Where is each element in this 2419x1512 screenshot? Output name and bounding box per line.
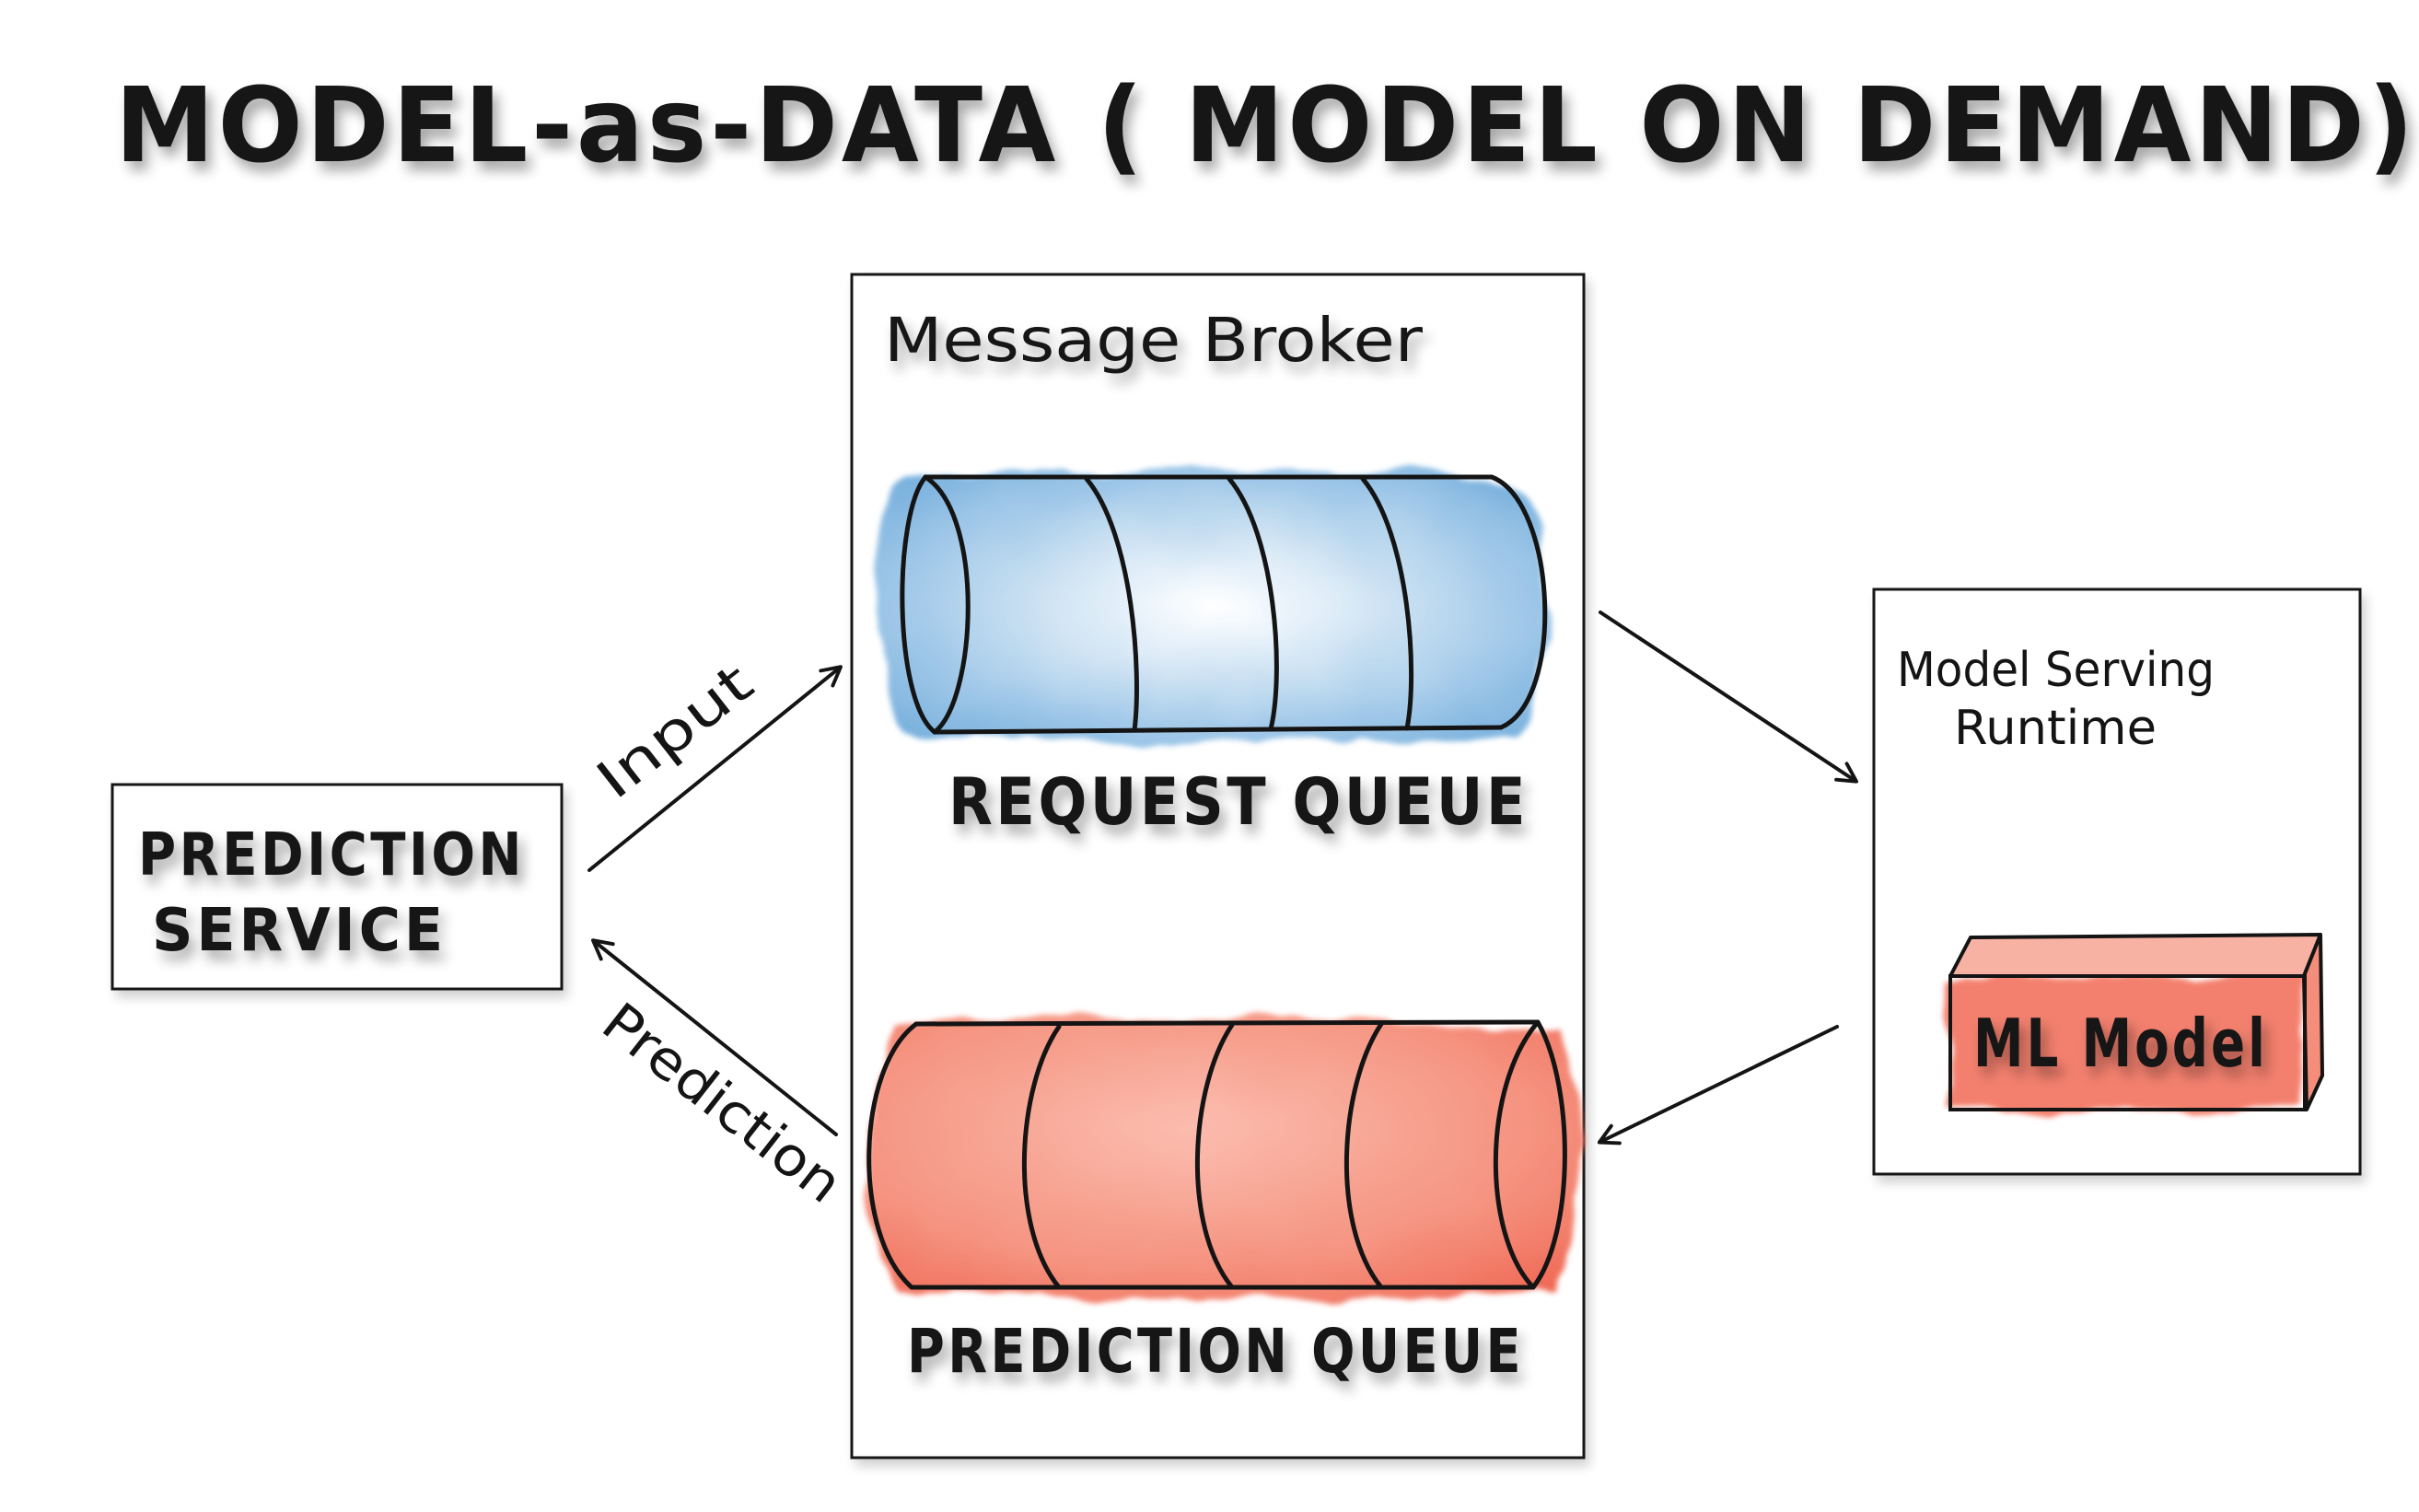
prediction-queue-wash (870, 1017, 1577, 1299)
input-arrow-label: Input (585, 651, 765, 811)
request-queue-label: REQUEST QUEUE (948, 764, 1529, 840)
prediction-queue-label: PREDICTION QUEUE (907, 1316, 1524, 1387)
prediction-queue-top-edge (913, 1019, 1541, 1027)
prediction-queue-right-cap (1493, 1019, 1567, 1290)
prediction-queue-divider (1195, 1022, 1235, 1290)
prediction-service-box (110, 783, 564, 991)
request-queue (880, 470, 1549, 744)
message-broker-label: Message Broker (884, 305, 1424, 376)
prediction-service-label-line1: PREDICTION (138, 821, 525, 890)
request-queue-right-cap (1489, 474, 1548, 730)
diagram-title: MODEL-as-DATA ( MODEL ON DEMAND) (115, 66, 2417, 186)
request-to-runtime-arrow (1599, 611, 1859, 784)
input-arrow (587, 665, 843, 872)
prediction-service-label-line2: SERVICE (152, 897, 447, 965)
prediction-queue-left-cap (866, 1021, 919, 1290)
request-queue-wash (880, 470, 1549, 744)
request-queue-divider (1360, 476, 1414, 731)
runtime-to-prediction-arrow (1597, 1025, 1839, 1146)
prediction-queue (866, 1017, 1577, 1299)
request-queue-left-cap (900, 474, 971, 735)
request-queue-divider (1084, 476, 1139, 733)
model-serving-runtime-label-line1: Model Serving (1897, 643, 2215, 698)
ml-model-block (1948, 933, 2324, 1111)
model-serving-runtime-label-line2: Runtime (1954, 701, 2157, 756)
ml-model-top-face (1948, 933, 2322, 978)
prediction-arrow-label: Prediction (590, 990, 854, 1215)
ml-model-front-face (1948, 974, 2307, 1111)
prediction-queue-divider (1022, 1024, 1062, 1290)
prediction-queue-divider (1344, 1021, 1384, 1290)
ml-model-wash (1950, 976, 2302, 1110)
prediction-service-node (110, 783, 564, 991)
ml-model-label: ML Model (1973, 1005, 2268, 1082)
request-queue-divider (1227, 476, 1279, 732)
prediction-arrow (591, 938, 838, 1136)
